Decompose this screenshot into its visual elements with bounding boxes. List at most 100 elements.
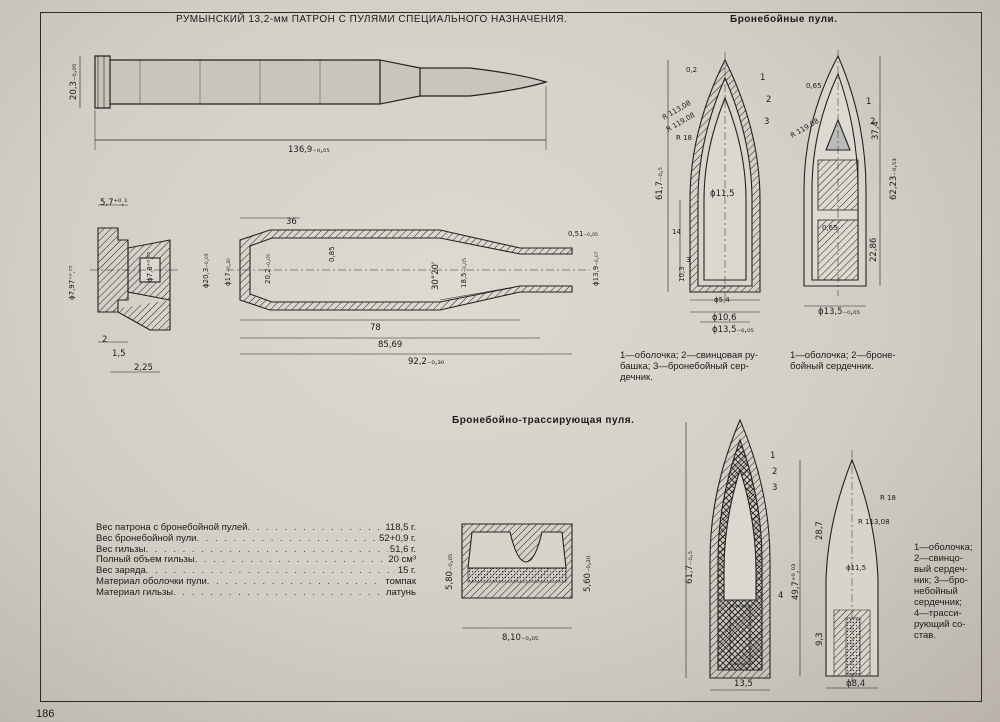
page-number: 186	[36, 708, 55, 720]
spec-row: Вес заряда. . . . . . . . . . . . . . . …	[96, 565, 416, 577]
tracer-caption: 1—оболочка; 2—свинцо- вый сердеч- ник; 3…	[914, 542, 973, 641]
c-6223-label: 62,23₋₀,₅₃	[889, 158, 899, 200]
spec-value: 15 г.	[397, 565, 416, 577]
t-135-label: 13,5	[734, 679, 753, 689]
spec-leader-dots: . . . . . . . . . . . . . . . . . . . . …	[145, 544, 387, 555]
ap-bullet-2	[803, 50, 881, 307]
drawing-frame	[40, 12, 982, 702]
len-78-label: 78	[370, 323, 381, 333]
spec-value: 20 см³	[388, 554, 416, 566]
spec-label: Вес заряда	[96, 565, 146, 577]
b-n2-label: 2	[766, 95, 771, 105]
spec-value: томпак	[385, 575, 416, 587]
ap-section-title: Бронебойные пули.	[730, 14, 838, 25]
t-n1-label: 1	[770, 451, 775, 461]
ap-bullet-1	[667, 52, 761, 323]
tracer-bullet-section	[685, 418, 771, 691]
dia-203-label: ϕ20,3₋₀,₀₅	[202, 253, 210, 288]
t-len-label: 61,7₋₀,₅	[685, 551, 695, 584]
case-head-section	[90, 204, 178, 373]
t-r113-label: R 113,08	[858, 518, 890, 526]
b-d54-label: ϕ5,4	[714, 296, 730, 304]
spec-label: Вес гильзы	[96, 543, 146, 555]
dim-2-label: 2	[102, 335, 107, 345]
b-n1-label: 1	[760, 73, 765, 83]
c-065b-label: 0,65	[822, 224, 838, 232]
angle-label: 30°20'	[431, 262, 441, 290]
c-n2-label: 2	[870, 117, 875, 127]
spec-label: Полный объем гильзы	[96, 554, 195, 566]
s-580-label: 5,80₋₀,₀₅	[445, 554, 455, 590]
spec-label: Материал гильзы	[96, 586, 174, 598]
dia-139-label: ϕ13,9₋₀,₀₇	[592, 251, 600, 286]
c-d135-label: ϕ13,5₋₀,₀₅	[818, 307, 860, 317]
len-8569-label: 85,69	[378, 340, 402, 350]
spec-label: Вес бронебойной пули	[96, 532, 197, 544]
specs-list: Вес патрона с бронебойной пулей. . . . .…	[96, 522, 416, 599]
t-r18-label: R 18	[880, 494, 896, 502]
b-d115-label: ϕ11,5	[710, 189, 735, 199]
c-2286-label: 22,86	[869, 238, 879, 262]
spec-label: Материал оболочки пули	[96, 575, 207, 587]
len-922-label: 92,2₋₀,₃₀	[408, 357, 445, 367]
bullet2-caption: 1—оболочка; 2—броне- бойный сердечник.	[790, 350, 896, 372]
t-n3-label: 3	[772, 483, 777, 493]
spec-row: Вес патрона с бронебойной пулей. . . . .…	[96, 522, 416, 534]
spec-row: Материал оболочки пули. . . . . . . . . …	[96, 575, 416, 588]
spec-row: Материал гильзы. . . . . . . . . . . . .…	[96, 586, 416, 599]
t-287-label: 28,7	[815, 521, 825, 540]
wall-085-label: 0,85	[328, 246, 336, 262]
spec-leader-dots: . . . . . . . . . . . . . . . . . . . . …	[247, 523, 383, 533]
cartridge-side-view	[79, 55, 549, 150]
spec-value: 51,6 г.	[389, 543, 416, 555]
cart-length-label: 136,9₋₀,₀₅	[288, 145, 330, 155]
t-497-label: 49,7⁺⁰,⁰³	[791, 564, 801, 600]
spec-value: 118,5 г.	[385, 522, 416, 533]
t-d84-label: ϕ8,4	[846, 679, 865, 689]
b-103-label: 10,3	[678, 266, 686, 282]
cart-dia-label: 20,3₋₀,₀₅	[69, 64, 79, 100]
dim-15-label: 1,5	[112, 349, 126, 359]
spec-value: латунь	[385, 586, 416, 598]
b-len-label: 61,7₋₀,₅	[655, 167, 665, 200]
dim-225-label: 2,25	[134, 363, 153, 373]
apt-section-title: Бронебойно-трассирующая пуля.	[452, 415, 635, 426]
c-374-label: 37,4	[871, 121, 881, 140]
len-36-label: 36	[286, 217, 297, 227]
spec-leader-dots: . . . . . . . . . . . . . . . . . . . . …	[196, 533, 378, 544]
dia-17-label: ϕ17₋₀,₂₀	[224, 258, 232, 286]
b-3-label: 3	[686, 256, 690, 264]
t-n4-label: 4	[778, 591, 783, 601]
t-n2-label: 2	[772, 467, 777, 477]
wall-051-label: 0,51₋₀,₀₅	[568, 230, 598, 238]
bullet1-caption: 1—оболочка; 2—свинцовая ру- башка; 3—бро…	[620, 350, 759, 383]
t-d115-label: ϕ11,5	[846, 564, 866, 572]
spec-row: Вес гильзы. . . . . . . . . . . . . . . …	[96, 543, 416, 556]
c-n1-label: 1	[866, 97, 871, 107]
spec-label: Вес патрона с бронебойной пулей	[96, 522, 248, 533]
b-02-label: 0,2	[686, 66, 697, 74]
b-n3-label: 3	[764, 117, 769, 127]
s-560-label: 5,60₋₀,₂₀	[583, 555, 593, 592]
spec-leader-dots: . . . . . . . . . . . . . . . . . . . . …	[145, 566, 396, 577]
s-810-label: 8,10₋₀,₀₅	[502, 633, 538, 643]
dia-797-label: ϕ7,97⁺⁰,⁰⁵	[68, 265, 76, 300]
b-d106-label: ϕ10,6	[712, 313, 737, 323]
spec-leader-dots: . . . . . . . . . . . . . . . . . . . . …	[194, 555, 387, 566]
rim-width-label: 5,7⁺⁰,¹	[100, 198, 128, 208]
spec-value: 52+0,9 г.	[379, 532, 416, 544]
b-r3-label: R 18	[676, 134, 692, 142]
page-title: РУМЫНСКИЙ 13,2-мм ПАТРОН С ПУЛЯМИ СПЕЦИА…	[176, 14, 568, 25]
spec-row: Полный объем гильзы. . . . . . . . . . .…	[96, 555, 416, 566]
tracer-base-section	[461, 523, 573, 629]
dim-202-label: 20,2₋₀,₀₅	[264, 254, 272, 284]
spec-leader-dots: . . . . . . . . . . . . . . . . . . . . …	[173, 587, 384, 598]
spec-leader-dots: . . . . . . . . . . . . . . . . . . . . …	[206, 576, 384, 587]
c-065a-label: 0,65	[806, 82, 822, 90]
b-14-label: 14	[672, 228, 681, 236]
t-93-label: 9,3	[815, 632, 825, 646]
tracer-bullet-outline	[799, 450, 879, 689]
dia-185-label: 18,5₋₀,₀₅	[460, 258, 468, 288]
spec-row: Вес бронебойной пули. . . . . . . . . . …	[96, 532, 416, 545]
